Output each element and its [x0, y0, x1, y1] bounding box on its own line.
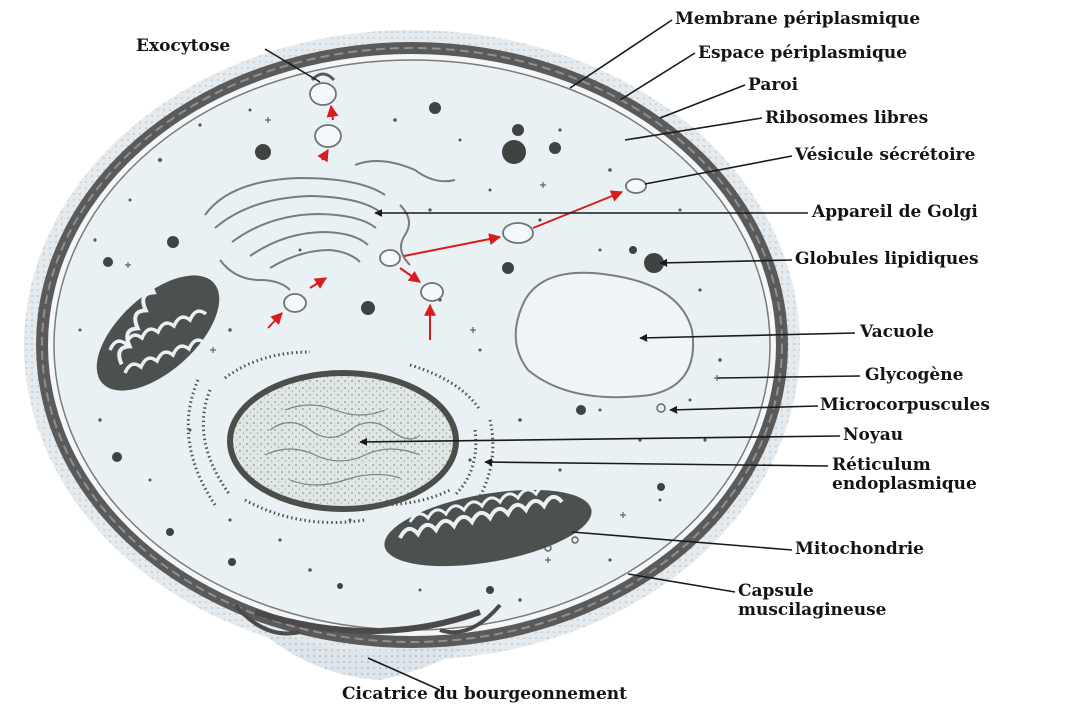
label-reticulum-line2: endoplasmique: [832, 475, 977, 494]
label-vacuole: Vacuole: [860, 323, 934, 342]
label-microcorpuscules: Microcorpuscules: [820, 396, 990, 415]
label-appareil-golgi: Appareil de Golgi: [812, 203, 978, 222]
label-membrane-periplasmique: Membrane périplasmique: [675, 10, 920, 29]
leader-paroi: [660, 85, 745, 118]
label-globules-lipidiques: Globules lipidiques: [795, 250, 979, 269]
label-paroi: Paroi: [748, 76, 798, 95]
label-ribosomes-libres: Ribosomes libres: [765, 109, 928, 128]
leader-espace: [620, 53, 695, 100]
label-glycogene: Glycogène: [865, 366, 963, 385]
label-vesicule-secretoire: Vésicule sécrétoire: [795, 146, 975, 165]
label-capsule-muscilagineuse: Capsule muscilagineuse: [738, 582, 886, 620]
label-espace-periplasmique: Espace périplasmique: [698, 44, 907, 63]
label-reticulum-endoplasmique: Réticulum endoplasmique: [832, 456, 977, 494]
label-noyau: Noyau: [843, 426, 903, 445]
label-cicatrice-bourgeonnement: Cicatrice du bourgeonnement: [342, 685, 627, 704]
label-capsule-line1: Capsule: [738, 582, 886, 601]
label-exocytose: Exocytose: [136, 37, 230, 56]
label-mitochondrie: Mitochondrie: [795, 540, 924, 559]
label-reticulum-line1: Réticulum: [832, 456, 977, 475]
label-capsule-line2: muscilagineuse: [738, 601, 886, 620]
